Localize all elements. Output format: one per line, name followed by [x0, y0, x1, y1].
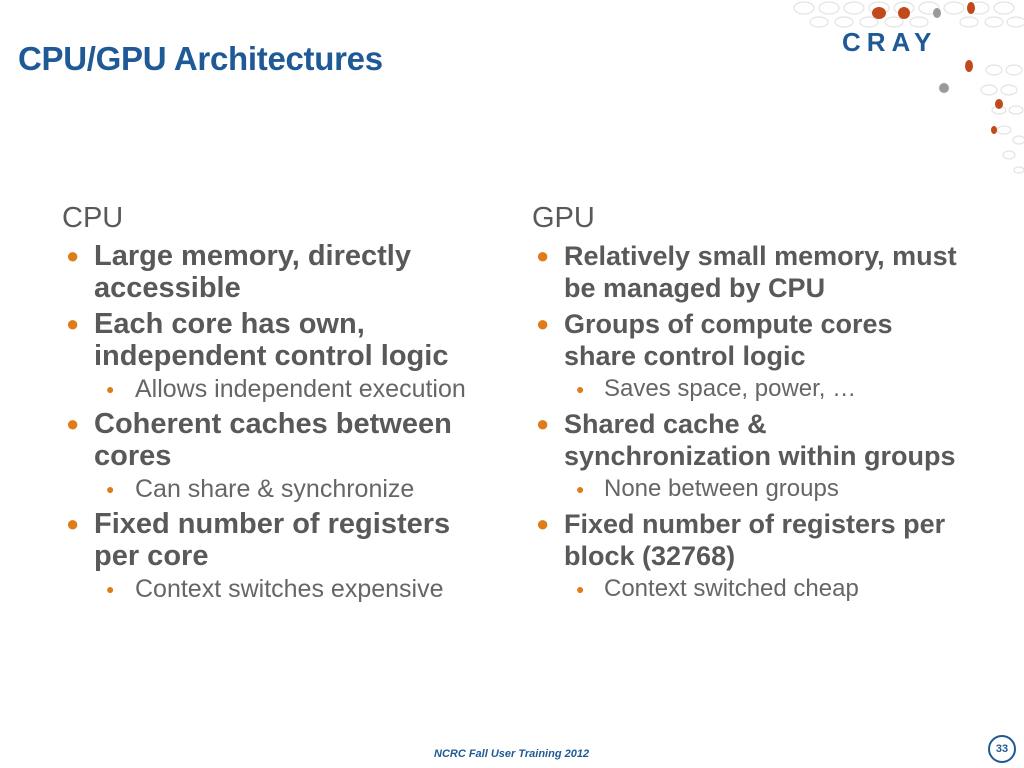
gpu-heading: GPU: [532, 202, 595, 234]
footer-text: NCRC Fall User Training 2012: [434, 748, 590, 760]
gpu-bullet-text: Groups of compute cores share control lo…: [564, 309, 893, 371]
gpu-bullet-item: ● Fixed number of registers per block (32…: [532, 508, 962, 572]
slide-title: CPU/GPU Architectures: [18, 40, 383, 77]
cpu-bullet-text: Large memory, directly accessible: [94, 240, 411, 304]
bullet-icon: ●: [66, 511, 80, 536]
cpu-bullet-item: ● Each core has own, independent control …: [62, 308, 502, 372]
gpu-sub-bullet-item: ● Saves space, power, …: [532, 376, 962, 402]
bullet-icon: ●: [536, 511, 550, 536]
gpu-sub-bullet-item: ● None between groups: [532, 476, 962, 502]
sub-bullet-icon: ●: [576, 481, 585, 497]
sub-bullet-icon: ●: [106, 381, 115, 397]
gpu-sub-bullet-item: ● Context switched cheap: [532, 576, 962, 602]
sub-bullet-icon: ●: [106, 481, 115, 497]
gpu-bullet-item: ● Relatively small memory, must be manage…: [532, 240, 962, 304]
gpu-sub-bullet-text: Context switched cheap: [604, 575, 859, 602]
sub-bullet-icon: ●: [576, 381, 585, 397]
gpu-bullet-item: ● Shared cache & synchronization within g…: [532, 408, 962, 472]
gpu-sub-bullet-text: None between groups: [604, 475, 839, 502]
cpu-sub-bullet-text: Context switches expensive: [135, 575, 444, 603]
gpu-column: GPU ● Relatively small memory, must be ma…: [532, 200, 962, 608]
cpu-bullet-item: ● Fixed number of registers per core: [62, 508, 502, 572]
cpu-column: CPU ● Large memory, directly accessible ● E…: [62, 200, 502, 608]
sub-bullet-icon: ●: [106, 581, 115, 597]
gpu-bullet-item: ● Groups of compute cores share control l…: [532, 308, 962, 372]
bullet-icon: ●: [536, 411, 550, 436]
cpu-sub-bullet-text: Allows independent execution: [135, 375, 466, 403]
cpu-heading: CPU: [62, 202, 124, 234]
decorative-dot-pattern: [793, 1, 1024, 174]
bullet-icon: ●: [66, 311, 80, 336]
sub-bullet-icon: ●: [576, 581, 585, 597]
gpu-bullet-text: Shared cache & synchronization within gr…: [564, 409, 956, 471]
page-number: 33: [988, 735, 1016, 763]
cpu-sub-bullet-item: ● Allows independent execution: [62, 376, 502, 402]
svg-text:CRAY: CRAY: [842, 30, 937, 56]
bullet-icon: ●: [66, 411, 80, 436]
gpu-bullet-text: Relatively small memory, must be managed…: [564, 241, 957, 303]
cpu-sub-bullet-item: ● Context switches expensive: [62, 576, 502, 602]
cpu-bullet-item: ● Large memory, directly accessible: [62, 240, 502, 304]
cpu-bullet-text: Coherent caches between cores: [94, 408, 452, 472]
bullet-icon: ●: [66, 243, 80, 268]
cpu-sub-bullet-item: ● Can share & synchronize: [62, 476, 502, 502]
gpu-bullet-text: Fixed number of registers per block (327…: [564, 509, 946, 571]
cpu-sub-bullet-text: Can share & synchronize: [135, 475, 415, 503]
cray-logo: CRAY: [842, 30, 937, 56]
bullet-icon: ●: [536, 311, 550, 336]
bullet-icon: ●: [536, 243, 550, 268]
gpu-sub-bullet-text: Saves space, power, …: [604, 375, 857, 402]
cpu-bullet-text: Fixed number of registers per core: [94, 508, 451, 572]
cpu-bullet-item: ● Coherent caches between cores: [62, 408, 502, 472]
cpu-bullet-text: Each core has own, independent control l…: [94, 308, 449, 372]
